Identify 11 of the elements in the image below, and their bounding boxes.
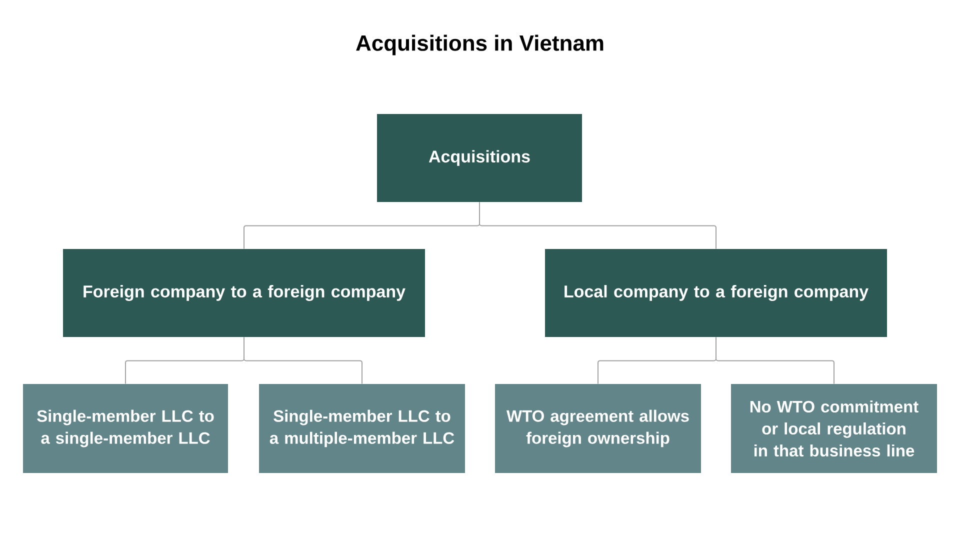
option-box: No WTO commitment or local regulation in that business line [731,384,937,473]
option-box: Single-member LLC to a multiple-member LLC [259,384,465,473]
root-box: Acquisitions [377,114,582,202]
category-box: Local company to a foreign company [545,249,887,337]
connector [244,336,362,384]
title: Acquisitions in Vietnam [356,34,604,56]
option-box: Single-member LLC to a single-member LLC [23,384,228,473]
option-box: WTO agreement allows foreign ownership [495,384,701,473]
connector [479,202,716,250]
category-box: Foreign company to a foreign company [63,249,425,337]
connector [716,336,834,384]
